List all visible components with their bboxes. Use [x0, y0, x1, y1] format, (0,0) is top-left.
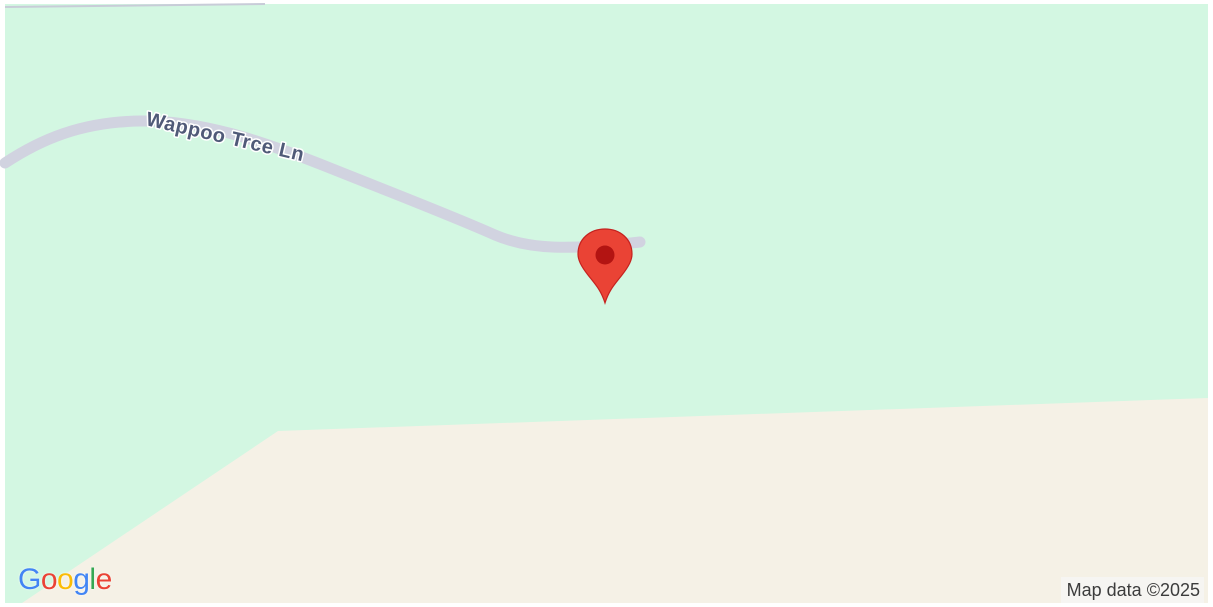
map-attribution[interactable]: Map data ©2025	[1060, 577, 1204, 603]
logo-letter: l	[89, 563, 96, 596]
logo-letter: G	[18, 563, 41, 596]
attribution-text: Map data ©2025	[1066, 580, 1200, 600]
logo-letter: g	[73, 563, 90, 596]
logo-letter: o	[57, 563, 74, 596]
road-wappoo-trce-ln[interactable]	[0, 115, 646, 253]
logo-letter: e	[95, 563, 113, 596]
logo-letter: o	[40, 563, 58, 596]
top-road-edge	[4, 3, 266, 8]
land-area	[22, 398, 1208, 603]
map-pin-icon[interactable]	[577, 228, 633, 306]
google-logo[interactable]: Google	[18, 562, 112, 598]
